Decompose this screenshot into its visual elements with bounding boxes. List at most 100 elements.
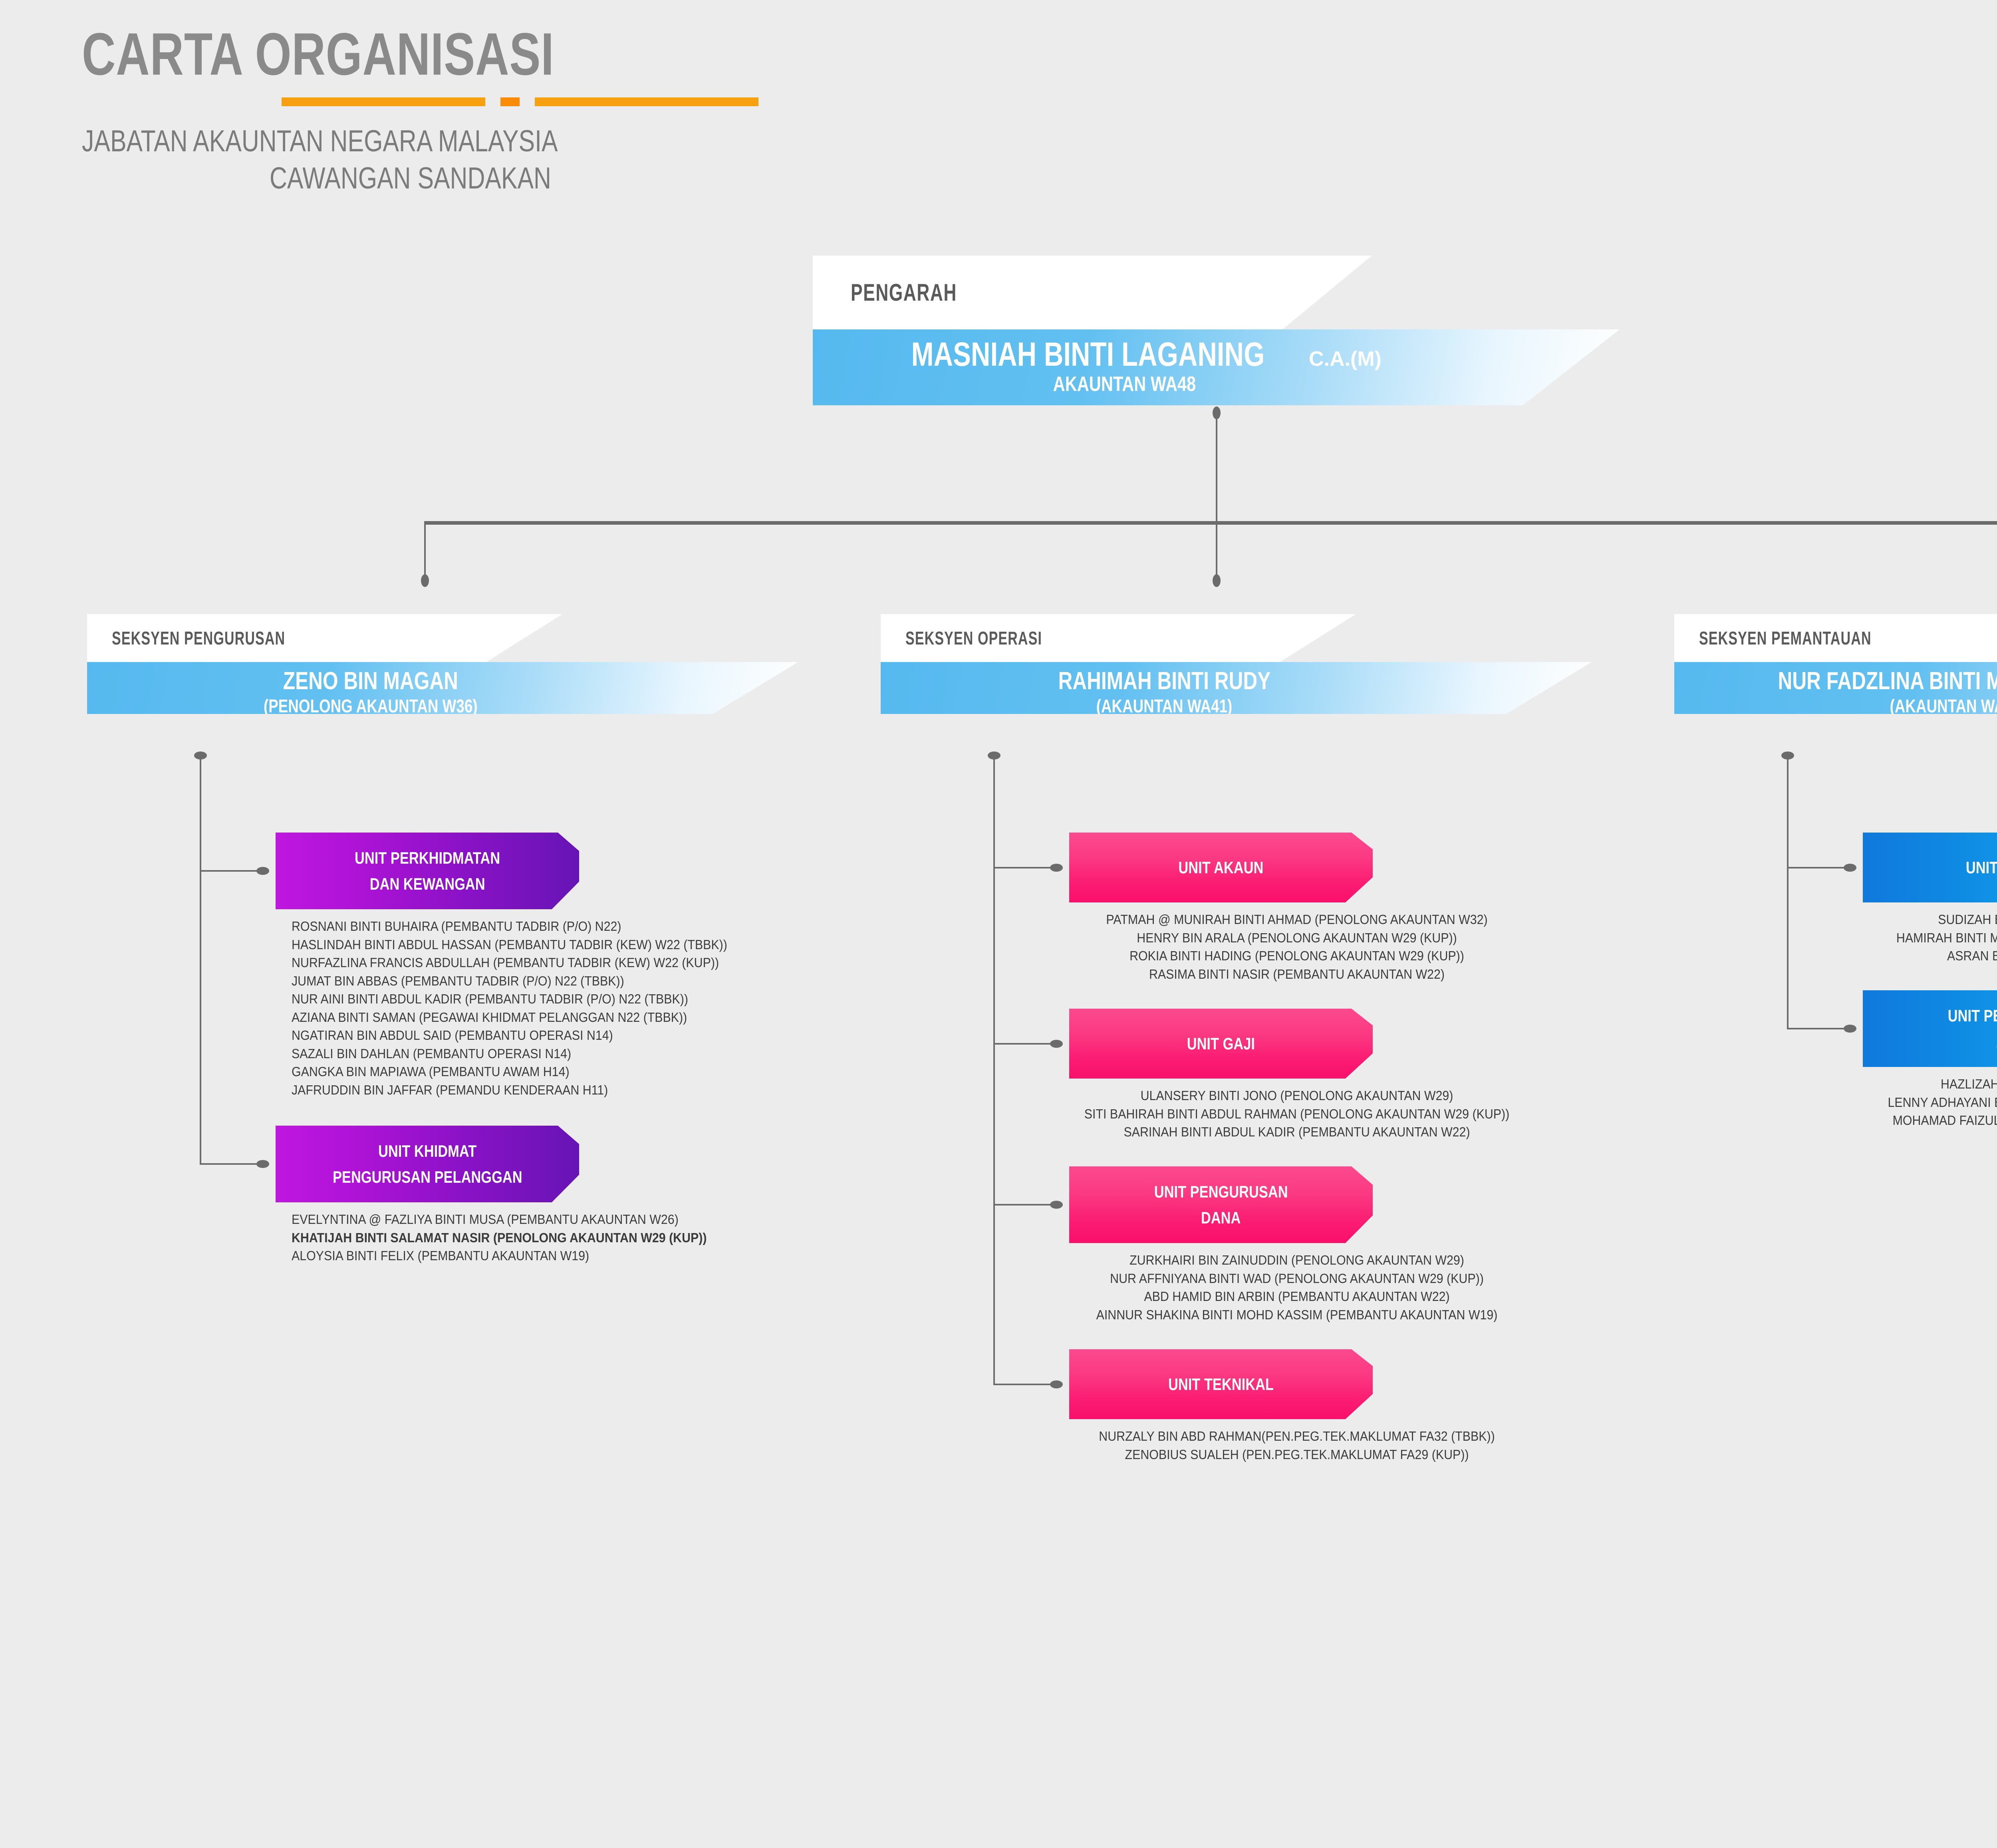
- member-row: SAZALI BIN DAHLAN (PEMBANTU OPERASI N14): [292, 1046, 572, 1061]
- member-row: SARINAH BINTI ABDUL KADIR (PEMBANTU AKAU…: [1124, 1124, 1470, 1140]
- unit-box-2-1[interactable]: UNIT PENGURUSAN ASET: [1863, 990, 1997, 1067]
- connector-branch-1-1: [993, 1043, 1056, 1045]
- connector-branch-arrow-1-3: [1050, 1380, 1063, 1388]
- accent-segment-left: [282, 97, 485, 106]
- unit-member-list-0-0: ROSNANI BINTI BUHAIRA (PEMBANTU TADBIR (…: [292, 917, 765, 1099]
- member-row: MOHAMAD FAIZUL BIN ABDUL MANAN (PEMBANTU…: [1892, 1113, 1997, 1128]
- unit-box-2-0[interactable]: UNIT NAZIRAN: [1863, 833, 1997, 902]
- unit-title-line-0-0-0: UNIT PERKHIDMATAN: [354, 848, 500, 867]
- exec-card-label: PENGARAH: [851, 279, 957, 306]
- exec-card-label-wrap: PENGARAH: [813, 256, 1372, 329]
- member-row: ROSNANI BINTI BUHAIRA (PEMBANTU TADBIR (…: [292, 919, 621, 934]
- unit-box-1-0[interactable]: UNIT AKAUN: [1069, 833, 1373, 902]
- unit-member-list-1-1: ULANSERY BINTI JONO (PENOLONG AKAUNTAN W…: [997, 1087, 1596, 1141]
- connector-branch-2-0: [1787, 866, 1849, 868]
- connector-exec-stem: [1216, 407, 1217, 522]
- unit-title-line-0-0-1: DAN KEWANGAN: [369, 874, 485, 893]
- section-card-0[interactable]: SEKSYEN PENGURUSAN ZENO BIN MAGAN(PENOLON…: [87, 614, 798, 714]
- unit-box-1-1[interactable]: UNIT GAJI: [1069, 1009, 1373, 1079]
- section-label-wrap-1: SEKSYEN OPERASI: [881, 614, 1356, 662]
- section-role-1: (AKAUNTAN WA41): [1096, 696, 1233, 716]
- section-inner-1: RAHIMAH BINTI RUDY(AKAUNTAN WA41): [881, 667, 1448, 716]
- member-row: NUR AINI BINTI ABDUL KADIR (PEMBANTU TAD…: [292, 991, 689, 1007]
- member-row: ALOYSIA BINTI FELIX (PEMBANTU AKAUNTAN W…: [292, 1248, 590, 1263]
- section-name-0: ZENO BIN MAGAN: [283, 667, 459, 695]
- member-row: GANGKA BIN MAPIAWA (PEMBANTU AWAM H14): [292, 1064, 570, 1079]
- member-row: PATMAH @ MUNIRAH BINTI AHMAD (PENOLONG A…: [1106, 912, 1488, 927]
- member-row: AINNUR SHAKINA BINTI MOHD KASSIM (PEMBAN…: [1096, 1307, 1498, 1322]
- unit-member-list-1-3: NURZALY BIN ABD RAHMAN(PEN.PEG.TEK.MAKLU…: [997, 1427, 1596, 1463]
- accent-segment-right: [535, 97, 758, 106]
- connector-rail-cap-1: [988, 751, 1000, 759]
- subtitle-line-2: CAWANGAN SANDAKAN: [270, 161, 551, 195]
- connector-branch-arrow-0-1: [256, 1160, 269, 1168]
- section-card-2[interactable]: SEKSYEN PEMANTAUAN NUR FADZLINA BINTI MOH…: [1674, 614, 1997, 714]
- section-label-2: SEKSYEN PEMANTAUAN: [1699, 628, 1872, 648]
- member-row: HAMIRAH BINTI MOHD YUSOF (PENOLONG AKAUN…: [1896, 930, 1997, 945]
- exec-name: MASNIAH BINTI LAGANING: [911, 335, 1265, 373]
- exec-role: AKAUNTAN WA48: [1053, 373, 1196, 396]
- connector-branch-arrow-1-1: [1050, 1039, 1063, 1048]
- member-row: RASIMA BINTI NASIR (PEMBANTU AKAUNTAN W2…: [1149, 966, 1445, 982]
- connector-branch-0-0: [200, 870, 262, 872]
- section-label-0: SEKSYEN PENGURUSAN: [112, 628, 286, 648]
- connector-branch-arrow-1-2: [1050, 1201, 1063, 1209]
- connector-arrow-section-1: [1213, 574, 1221, 587]
- section-inner-2: NUR FADZLINA BINTI MOHD AFFENDI(AKAUNTAN…: [1674, 667, 1997, 716]
- member-row: JAFRUDDIN BIN JAFFAR (PEMANDU KENDERAAN …: [292, 1082, 608, 1097]
- member-row: ULANSERY BINTI JONO (PENOLONG AKAUNTAN W…: [1140, 1088, 1453, 1103]
- connector-section-0-drop: [424, 521, 426, 580]
- chart-subtitle: JABATAN AKAUNTAN NEGARA MALAYSIA CAWANGA…: [82, 123, 961, 197]
- unit-member-list-2-1: HAZLIZAH BINTI RUJI (PENOLONG AKAUNTAN W…: [1791, 1075, 1997, 1130]
- member-row: LENNY ADHAYANI BINTI MANSAH (PENOLONG AK…: [1888, 1095, 1997, 1110]
- unit-title-line-1-3-0: UNIT TEKNIKAL: [1168, 1374, 1274, 1394]
- chart-header: CARTA ORGANISASI JABATAN AKAUNTAN NEGARA…: [82, 24, 961, 197]
- section-name-row-1: RAHIMAH BINTI RUDY: [881, 667, 1448, 695]
- unit-member-list-2-0: SUDIZAH BINTI SUDIN (PENOLONG AKAUNTAN W…: [1791, 910, 1997, 965]
- unit-title-line-1-1-0: UNIT GAJI: [1187, 1034, 1255, 1053]
- section-role-2: (AKAUNTAN WA41): [1890, 696, 1997, 716]
- unit-box-0-0[interactable]: UNIT PERKHIDMATAN DAN KEWANGAN: [276, 833, 579, 909]
- section-label-1: SEKSYEN OPERASI: [905, 628, 1042, 648]
- connector-branch-1-3: [993, 1383, 1056, 1385]
- connector-branch-arrow-2-1: [1844, 1025, 1856, 1033]
- connector-arrow-exec: [1213, 406, 1221, 419]
- connector-rail-2: [1787, 755, 1789, 1029]
- connector-branch-0-1: [200, 1163, 262, 1165]
- section-card-1[interactable]: SEKSYEN OPERASI RAHIMAH BINTI RUDY(AKAUNT…: [881, 614, 1592, 714]
- unit-title-line-2-1-0: UNIT PENGURUSAN: [1947, 1006, 1997, 1025]
- unit-title-line-1-2-1: DANA: [1201, 1208, 1241, 1227]
- member-row: ROKIA BINTI HADING (PENOLONG AKAUNTAN W2…: [1130, 948, 1464, 964]
- section-body-0: ZENO BIN MAGAN(PENOLONG AKAUNTAN W36): [87, 662, 798, 714]
- connector-rail-0: [200, 755, 201, 1164]
- member-row: HENRY BIN ARALA (PENOLONG AKAUNTAN W29 (…: [1137, 930, 1457, 945]
- connector-sections-bus: [424, 521, 1997, 525]
- page-title: CARTA ORGANISASI: [82, 20, 554, 87]
- connector-branch-arrow-0-0: [256, 867, 269, 875]
- member-row: AZIANA BINTI SAMAN (PEGAWAI KHIDMAT PELA…: [292, 1009, 687, 1025]
- section-body-2: NUR FADZLINA BINTI MOHD AFFENDI(AKAUNTAN…: [1674, 662, 1997, 714]
- unit-title-line-2-1-1: ASET: [1996, 1029, 1997, 1055]
- unit-member-list-1-2: ZURKHAIRI BIN ZAINUDDIN (PENOLONG AKAUNT…: [997, 1251, 1596, 1324]
- section-inner-0: ZENO BIN MAGAN(PENOLONG AKAUNTAN W36): [87, 667, 654, 714]
- unit-box-1-3[interactable]: UNIT TEKNIKAL: [1069, 1349, 1373, 1419]
- member-row: JUMAT BIN ABBAS (PEMBANTU TADBIR (P/O) N…: [292, 973, 624, 988]
- section-name-row-0: ZENO BIN MAGAN: [87, 667, 654, 695]
- member-row: NUR AFFNIYANA BINTI WAD (PENOLONG AKAUNT…: [1110, 1271, 1484, 1286]
- connector-rail-1: [993, 755, 995, 1384]
- member-row: NGATIRAN BIN ABDUL SAID (PEMBANTU OPERAS…: [292, 1028, 613, 1043]
- unit-member-list-0-1: EVELYNTINA @ FAZLIYA BINTI MUSA (PEMBANT…: [292, 1210, 743, 1265]
- connector-rail-cap-2: [1781, 751, 1794, 759]
- section-body-1: RAHIMAH BINTI RUDY(AKAUNTAN WA41): [881, 662, 1592, 714]
- member-row: ZENOBIUS SUALEH (PEN.PEG.TEK.MAKLUMAT FA…: [1125, 1447, 1469, 1462]
- connector-branch-arrow-1-0: [1050, 863, 1063, 872]
- connector-branch-1-2: [993, 1204, 1056, 1206]
- unit-member-list-1-0: PATMAH @ MUNIRAH BINTI AHMAD (PENOLONG A…: [997, 910, 1596, 983]
- member-row: ZURKHAIRI BIN ZAINUDDIN (PENOLONG AKAUNT…: [1130, 1253, 1464, 1267]
- member-row: NURZALY BIN ABD RAHMAN(PEN.PEG.TEK.MAKLU…: [1099, 1429, 1495, 1444]
- connector-arrow-section-0: [421, 574, 429, 587]
